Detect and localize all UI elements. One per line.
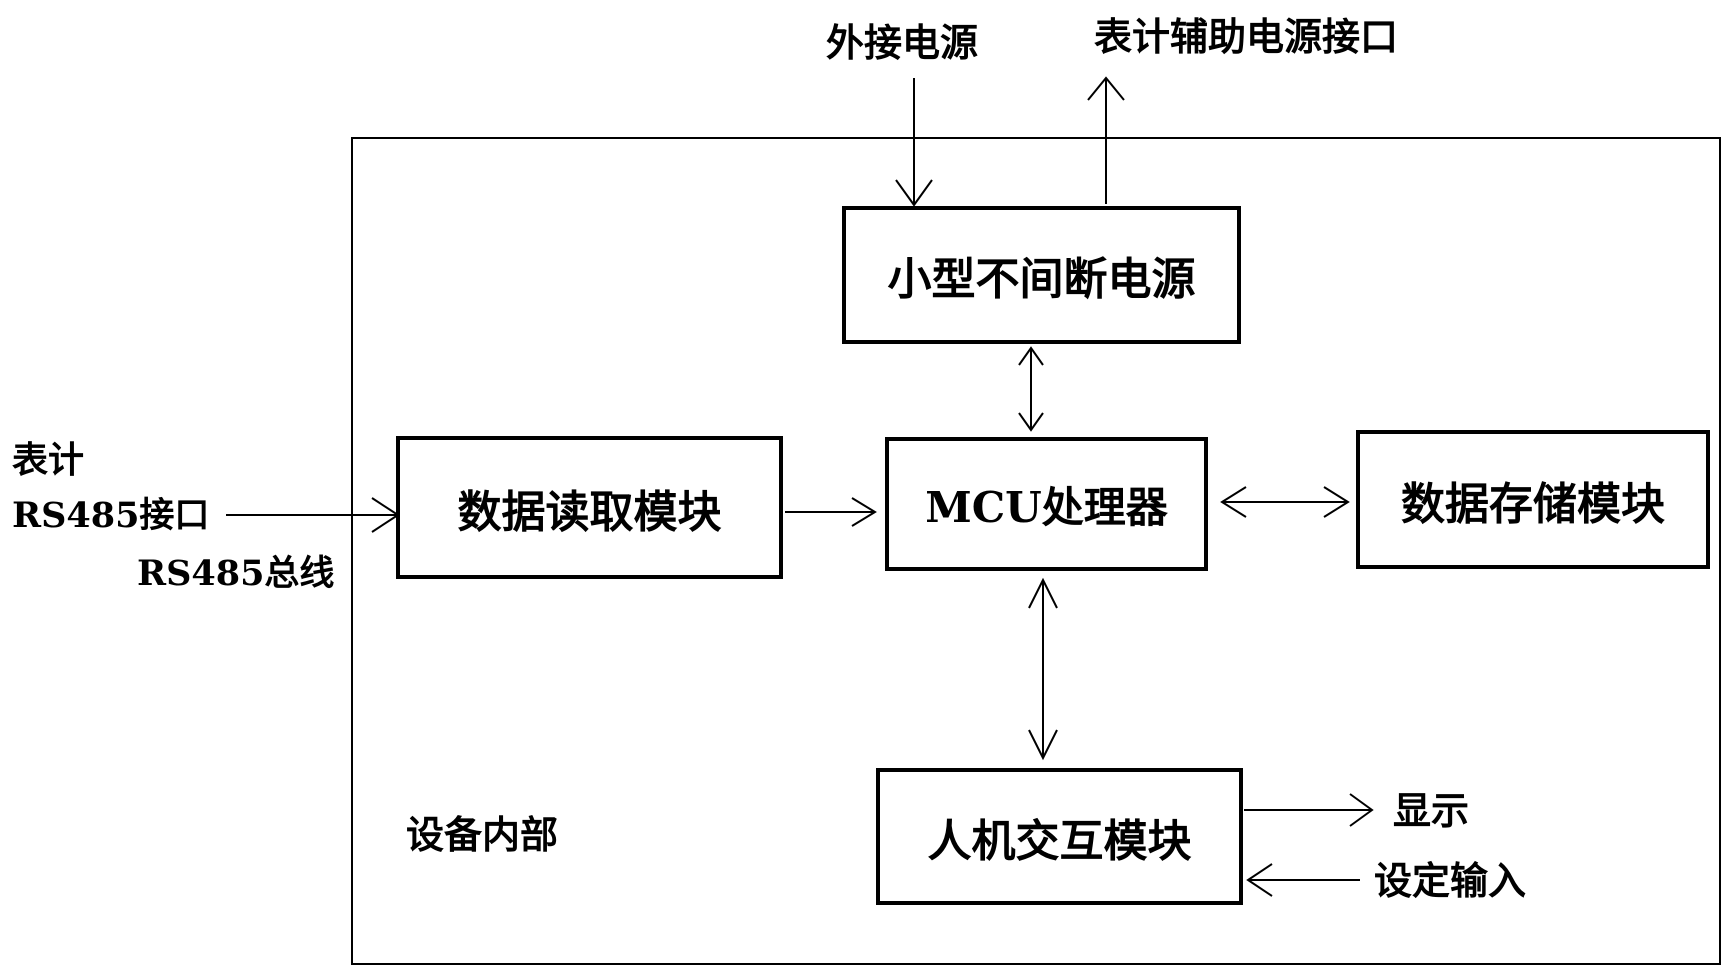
aux-power-arrowhead <box>1087 76 1125 101</box>
hmi-block: 人机交互模块 <box>876 768 1243 905</box>
data-storage-block: 数据存储模块 <box>1356 430 1710 569</box>
mcu-block-label: MCU处理器 <box>925 482 1168 532</box>
setting-input-arrowhead <box>1246 863 1273 897</box>
ups-block-label: 小型不间断电源 <box>887 254 1196 305</box>
meter-aux-power-label: 表计辅助电源接口 <box>1094 14 1399 59</box>
ups-block: 小型不间断电源 <box>842 206 1241 344</box>
mcu-storage-arrowhead-right <box>1323 486 1350 518</box>
external-power-label: 外接电源 <box>826 20 979 65</box>
meter-label: 表计 <box>12 439 85 481</box>
setting-input-label: 设定输入 <box>1374 858 1527 903</box>
device-interior-label: 设备内部 <box>406 812 559 857</box>
data-reader-block: 数据读取模块 <box>396 436 783 579</box>
external-power-arrowhead <box>895 179 933 207</box>
device-interior-frame <box>351 137 1721 965</box>
rs485-interface-label: RS485接口 <box>12 495 210 536</box>
hmi-block-label: 人机交互模块 <box>927 815 1192 867</box>
reader-mcu-arrowhead <box>851 497 877 527</box>
mcu-hmi-arrowhead-top <box>1028 577 1058 609</box>
mcu-block: MCU处理器 <box>885 437 1208 571</box>
ups-mcu-arrowhead-bottom <box>1018 412 1044 432</box>
ups-mcu-arrowhead-top <box>1018 346 1044 366</box>
data-storage-block-label: 数据存储模块 <box>1401 478 1665 530</box>
display-label: 显示 <box>1393 788 1470 833</box>
mcu-storage-arrowhead-left <box>1220 486 1247 518</box>
rs485-bus-label: RS485总线 <box>137 553 335 594</box>
display-arrowhead <box>1349 793 1374 827</box>
data-reader-block-label: 数据读取模块 <box>457 486 722 538</box>
mcu-hmi-arrowhead-bottom <box>1028 729 1058 761</box>
